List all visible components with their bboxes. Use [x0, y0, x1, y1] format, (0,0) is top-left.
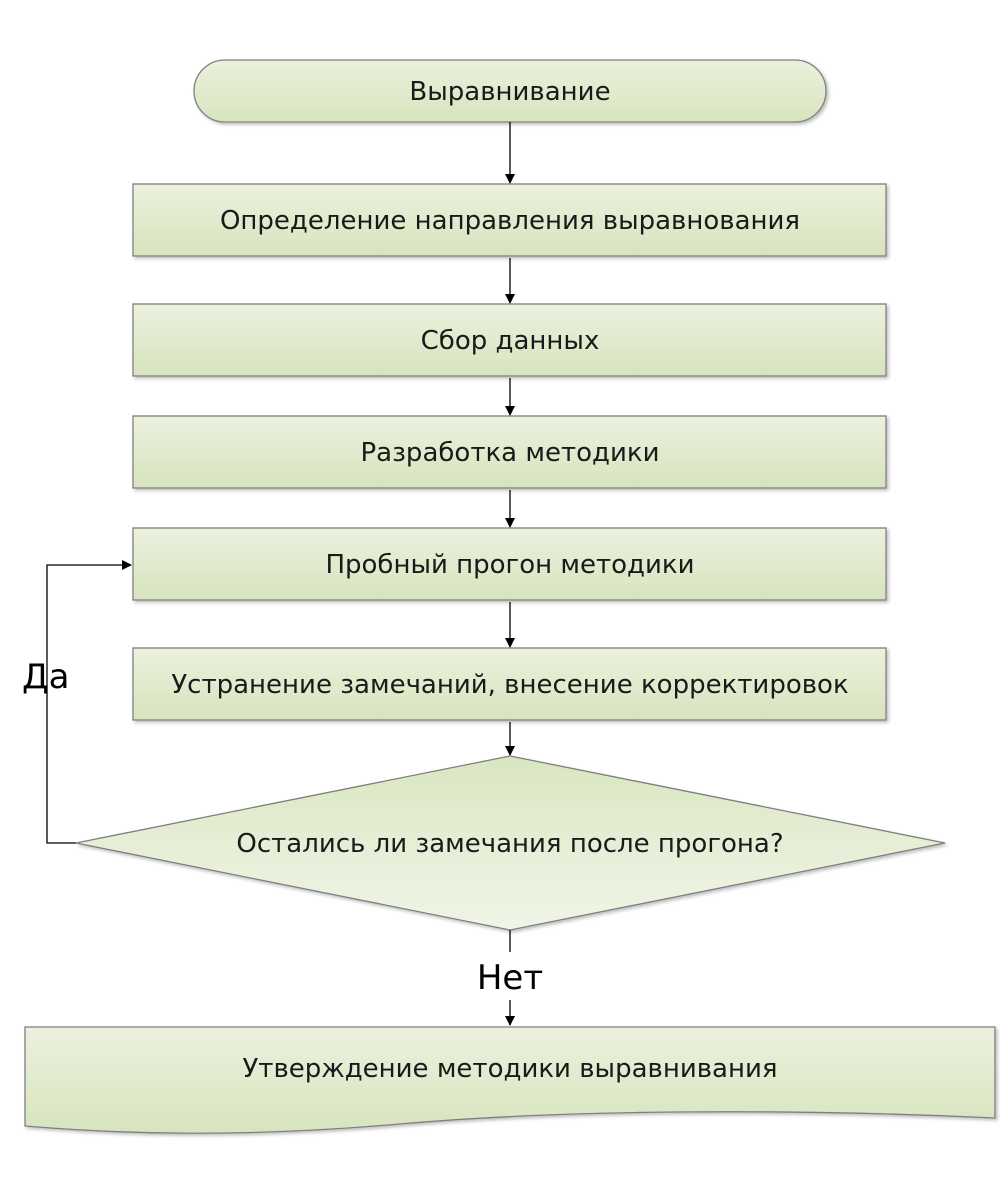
step-trial-run-label: Пробный прогон методики: [325, 550, 694, 580]
step-direction-label: Определение направления выравнования: [220, 206, 800, 236]
step-data-collection-label: Сбор данных: [421, 326, 600, 356]
process-step-data-collection: Сбор данных: [132, 303, 887, 377]
process-step-direction: Определение направления выравнования: [132, 183, 887, 257]
end-node-approval: Утверждение методики выравнивания: [24, 1026, 996, 1134]
edge-yes-loop: [46, 560, 132, 844]
end-label: Утверждение методики выравнивания: [242, 1054, 777, 1084]
start-node: Выравнивание: [193, 59, 827, 123]
decision-remarks-left: Остались ли замечания после прогона?: [75, 755, 946, 931]
process-step-method-development: Разработка методики: [132, 415, 887, 489]
start-label: Выравнивание: [409, 77, 610, 107]
process-step-trial-run: Пробный прогон методики: [132, 527, 887, 601]
no-label: Нет: [477, 958, 543, 998]
yes-label: Да: [22, 657, 69, 697]
step-method-development-label: Разработка методики: [361, 438, 660, 468]
step-corrections-label: Устранение замечаний, внесение корректир…: [171, 670, 848, 700]
process-step-corrections: Устранение замечаний, внесение корректир…: [132, 647, 887, 721]
decision-label: Остались ли замечания после прогона?: [236, 829, 783, 859]
